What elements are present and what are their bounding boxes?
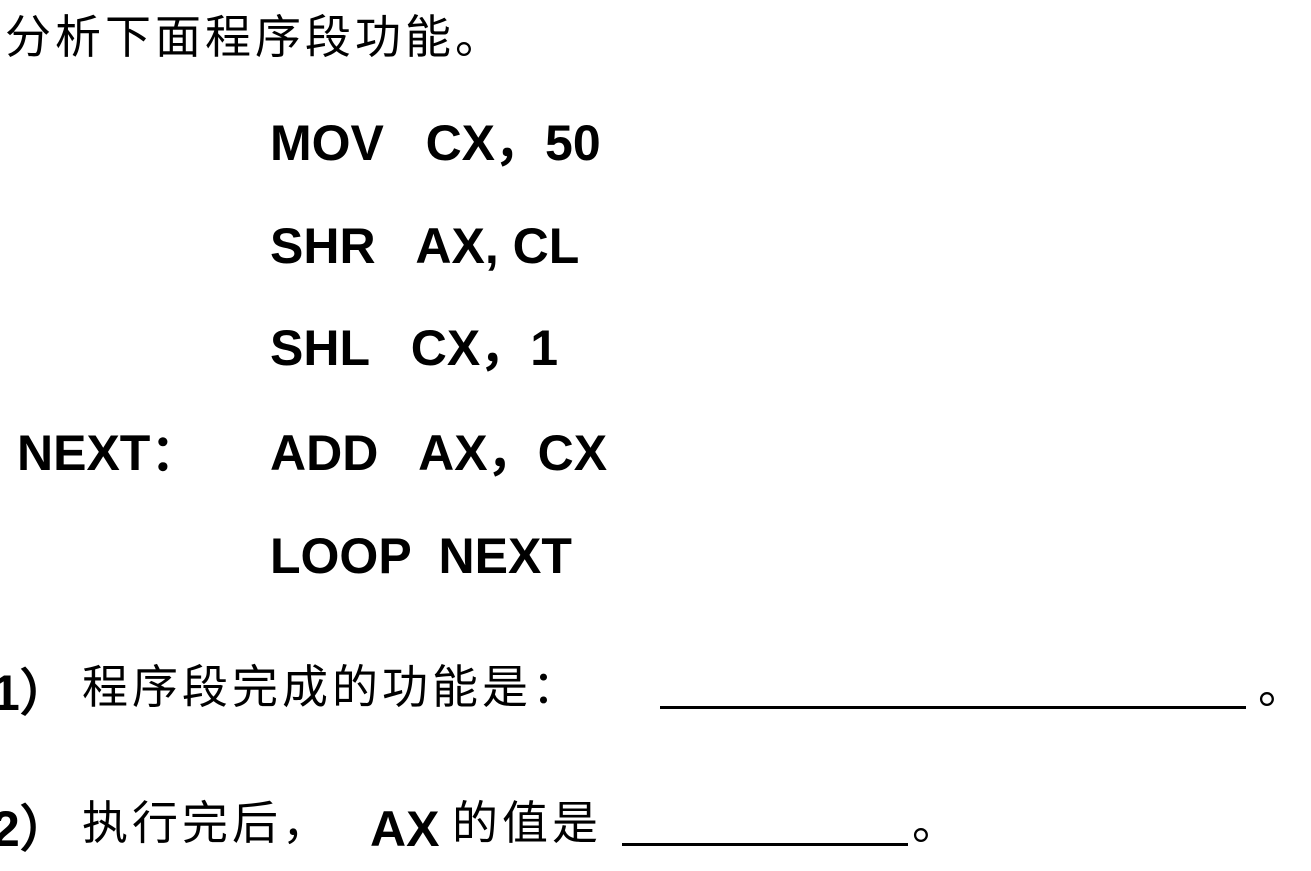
question-register: AX bbox=[370, 801, 440, 857]
answer-blank-2[interactable] bbox=[622, 843, 908, 846]
question-number: 1） bbox=[0, 665, 70, 721]
code-line: LOOP NEXT bbox=[270, 528, 572, 584]
answer-blank-1[interactable] bbox=[660, 706, 1246, 709]
code-label: NEXT： bbox=[17, 425, 201, 481]
code-line: ADD AX，CX bbox=[270, 425, 608, 481]
question-end: 。 bbox=[912, 796, 962, 850]
problem-title: 分析下面程序段功能。 bbox=[5, 10, 505, 64]
question-text: 的值是 bbox=[452, 796, 602, 850]
question-end: 。 bbox=[1258, 660, 1308, 714]
question-number: 2） bbox=[0, 801, 70, 857]
code-line: MOV CX，50 bbox=[270, 115, 601, 171]
code-line: SHR AX, CL bbox=[270, 218, 580, 274]
code-line: SHL CX，1 bbox=[270, 320, 559, 376]
question-text: 执行完后， bbox=[82, 796, 332, 850]
question-text: 程序段完成的功能是： bbox=[82, 660, 582, 714]
